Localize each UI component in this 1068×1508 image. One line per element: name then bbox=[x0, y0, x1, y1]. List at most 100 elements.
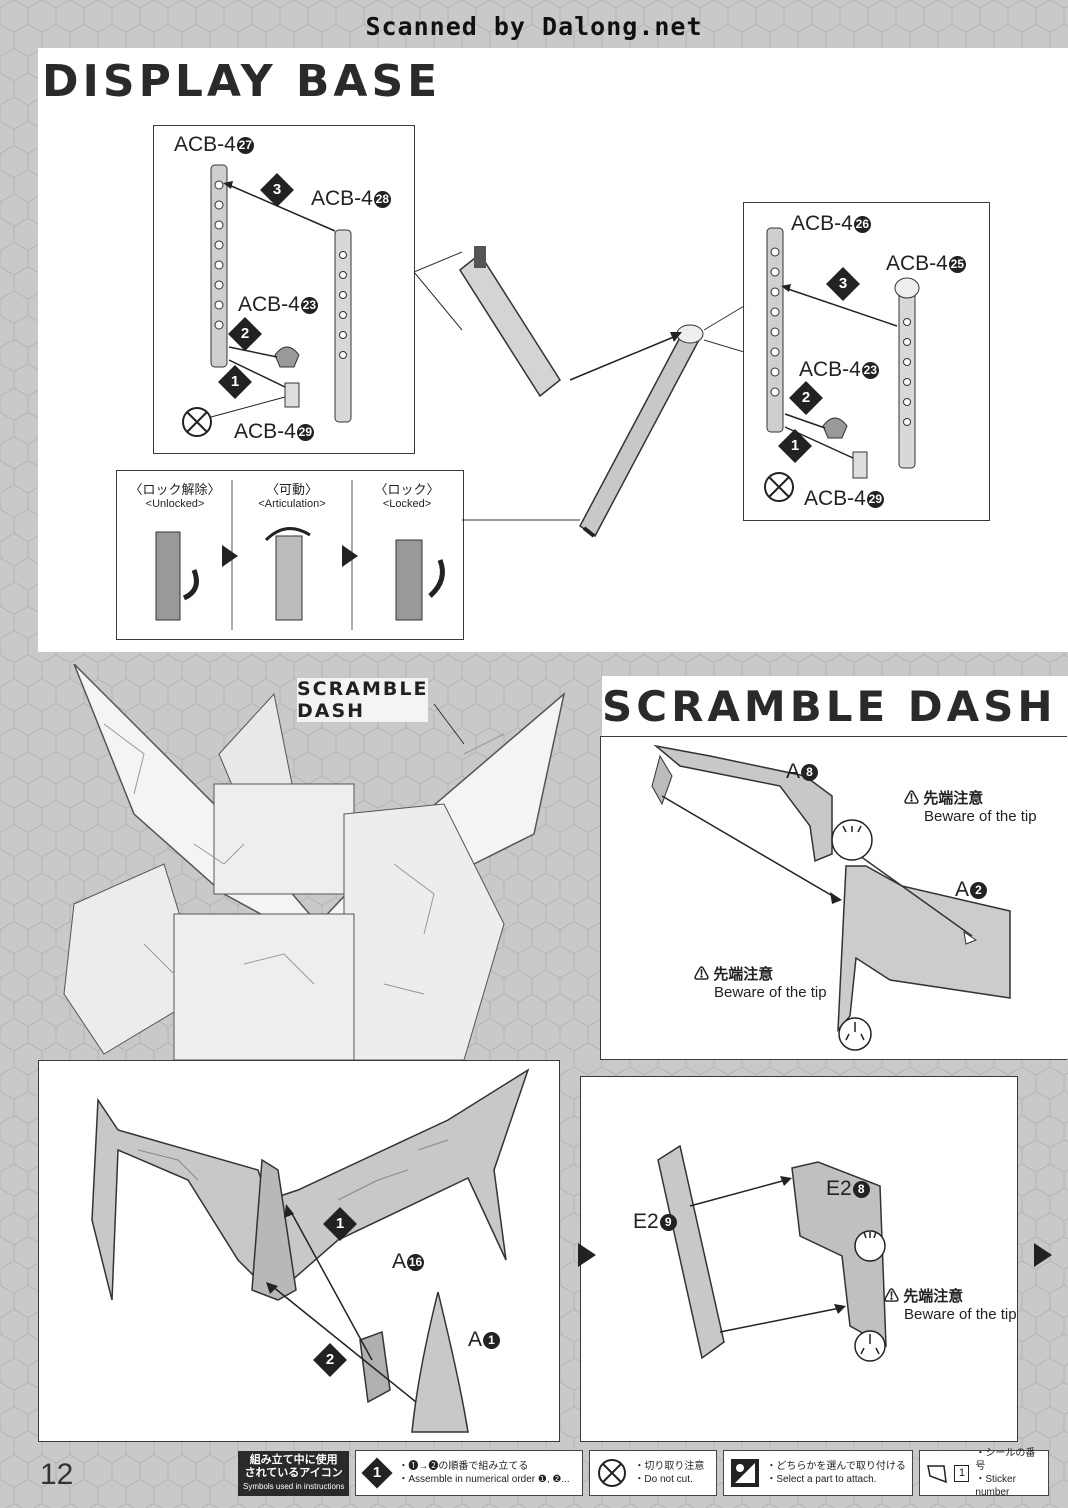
caution-jp: ⚠ 先端注意 bbox=[694, 966, 827, 984]
center-base-drawing bbox=[413, 246, 745, 538]
part-number: 2 bbox=[970, 882, 988, 899]
part-number: 1 bbox=[483, 1332, 501, 1349]
wing-assembly-drawing bbox=[91, 1068, 530, 1433]
legend-title-jp-1: 組み立て中に使用 bbox=[249, 1453, 338, 1466]
page-number: 12 bbox=[40, 1458, 74, 1491]
caution-en: Beware of the tip bbox=[714, 984, 827, 1001]
step-1-wing: 1 bbox=[323, 1207, 357, 1241]
lock-state-en: <Articulation> bbox=[258, 498, 326, 510]
legend-select-jp: ・どちらかを選んで取り付ける bbox=[766, 1461, 906, 1472]
part-number: 28 bbox=[373, 191, 391, 208]
part-number: 16 bbox=[407, 1254, 425, 1271]
scramble-dash-upper-drawing bbox=[651, 744, 1011, 1051]
part-number: 23 bbox=[300, 297, 318, 314]
part-code: A bbox=[955, 878, 970, 901]
order-icon: 1 bbox=[361, 1457, 393, 1489]
caution-en: Beware of the tip bbox=[924, 808, 1037, 825]
step-2-right: 2 bbox=[789, 381, 823, 415]
legend-cut-jp: ・切り取り注意 bbox=[634, 1461, 705, 1472]
lock-state-jp: 〈ロック解除〉 bbox=[129, 482, 221, 497]
part-code: E2 bbox=[826, 1177, 852, 1200]
select-part-icon bbox=[731, 1459, 760, 1487]
warning-icon: ⚠ bbox=[884, 1288, 900, 1305]
legend-select-cell: ・どちらかを選んで取り付ける ・Select a part to attach. bbox=[723, 1450, 914, 1496]
lock-state-unlocked: 〈ロック解除〉<Unlocked> bbox=[122, 482, 228, 512]
icon-legend: 組み立て中に使用 されているアイコン Symbols used in instr… bbox=[238, 1447, 1050, 1499]
part-code: ACB-4 bbox=[886, 252, 948, 275]
part-code: ACB-4 bbox=[791, 212, 853, 235]
legend-cut-cell: ・切り取り注意 ・Do not cut. bbox=[589, 1450, 718, 1496]
part-number: 9 bbox=[659, 1214, 677, 1231]
step-number: 2 bbox=[325, 1351, 335, 1368]
step-2-wing: 2 bbox=[313, 1343, 347, 1377]
part-number: 8 bbox=[801, 764, 819, 781]
scramble-dash-title: SCRAMBLE DASH bbox=[602, 682, 1057, 731]
part-number: 26 bbox=[853, 216, 871, 233]
part-code: ACB-4 bbox=[799, 358, 861, 381]
left-assembly-drawing bbox=[182, 164, 352, 437]
part-code: A bbox=[468, 1328, 483, 1351]
caution-jp-text: 先端注意 bbox=[713, 966, 774, 983]
part-code: ACB-4 bbox=[311, 187, 373, 210]
display-base-title: DISPLAY BASE bbox=[42, 56, 442, 107]
warning-icon: ⚠ bbox=[694, 966, 710, 983]
legend-select-text: ・どちらかを選んで取り付ける ・Select a part to attach. bbox=[766, 1460, 906, 1486]
part-code: A bbox=[786, 760, 801, 783]
part-code: E2 bbox=[633, 1210, 659, 1233]
sticker-number-box: 1 bbox=[954, 1464, 970, 1482]
step-2-left: 2 bbox=[228, 317, 262, 351]
legend-sticker-jp: ・シールの番号 bbox=[975, 1448, 1036, 1472]
part-number: 8 bbox=[852, 1181, 870, 1198]
legend-sticker-cell: 1 ・シールの番号 ・Sticker number bbox=[919, 1447, 1050, 1499]
part-code: ACB-4 bbox=[238, 293, 300, 316]
part-number: 29 bbox=[866, 491, 884, 508]
step-number: 2 bbox=[240, 325, 250, 342]
lock-arrow-right-2 bbox=[342, 545, 358, 567]
part-number: 27 bbox=[236, 137, 254, 154]
step-1-left: 1 bbox=[218, 365, 252, 399]
step-number: 2 bbox=[801, 389, 811, 406]
part-number: 25 bbox=[948, 256, 966, 273]
step-number: 1 bbox=[335, 1215, 345, 1232]
legend-title-jp-2: されているアイコン bbox=[244, 1466, 343, 1479]
part-code: A bbox=[392, 1250, 407, 1273]
sticker-icon bbox=[927, 1465, 948, 1484]
lock-state-jp: 〈ロック〉 bbox=[374, 482, 440, 497]
lock-state-jp: 〈可動〉 bbox=[265, 482, 318, 497]
warning-icon: ⚠ bbox=[904, 790, 920, 807]
step-number: 1 bbox=[790, 437, 800, 454]
caution-jp: ⚠ 先端注意 bbox=[884, 1288, 1017, 1306]
lock-state-en: <Unlocked> bbox=[145, 498, 205, 510]
robot-illustration bbox=[63, 664, 566, 1060]
next-step-arrow-1 bbox=[578, 1243, 596, 1267]
legend-title-en: Symbols used in instructions bbox=[243, 1481, 345, 1491]
part-code: ACB-4 bbox=[174, 133, 236, 156]
part-code: ACB-4 bbox=[234, 420, 296, 443]
do-not-cut-icon bbox=[598, 1459, 627, 1487]
step-3-right: 3 bbox=[826, 267, 860, 301]
right-assembly-drawing bbox=[764, 227, 920, 502]
order-diamond: 1 bbox=[361, 1457, 393, 1489]
step-3-left: 3 bbox=[260, 173, 294, 207]
part-code: ACB-4 bbox=[804, 487, 866, 510]
lock-arrow-right-1 bbox=[222, 545, 238, 567]
legend-order-cell: 1 ・❶→❷の順番で組み立てる ・Assemble in numerical o… bbox=[355, 1450, 584, 1496]
legend-sticker-en: ・Sticker number bbox=[975, 1474, 1016, 1498]
next-step-arrow-2 bbox=[1034, 1243, 1052, 1267]
scan-banner: Scanned by Dalong.net bbox=[365, 12, 703, 41]
legend-order-jp: ・❶→❷の順番で組み立てる bbox=[398, 1461, 529, 1472]
legend-sticker-text: ・シールの番号 ・Sticker number bbox=[975, 1447, 1042, 1499]
part-number: 23 bbox=[861, 362, 879, 379]
